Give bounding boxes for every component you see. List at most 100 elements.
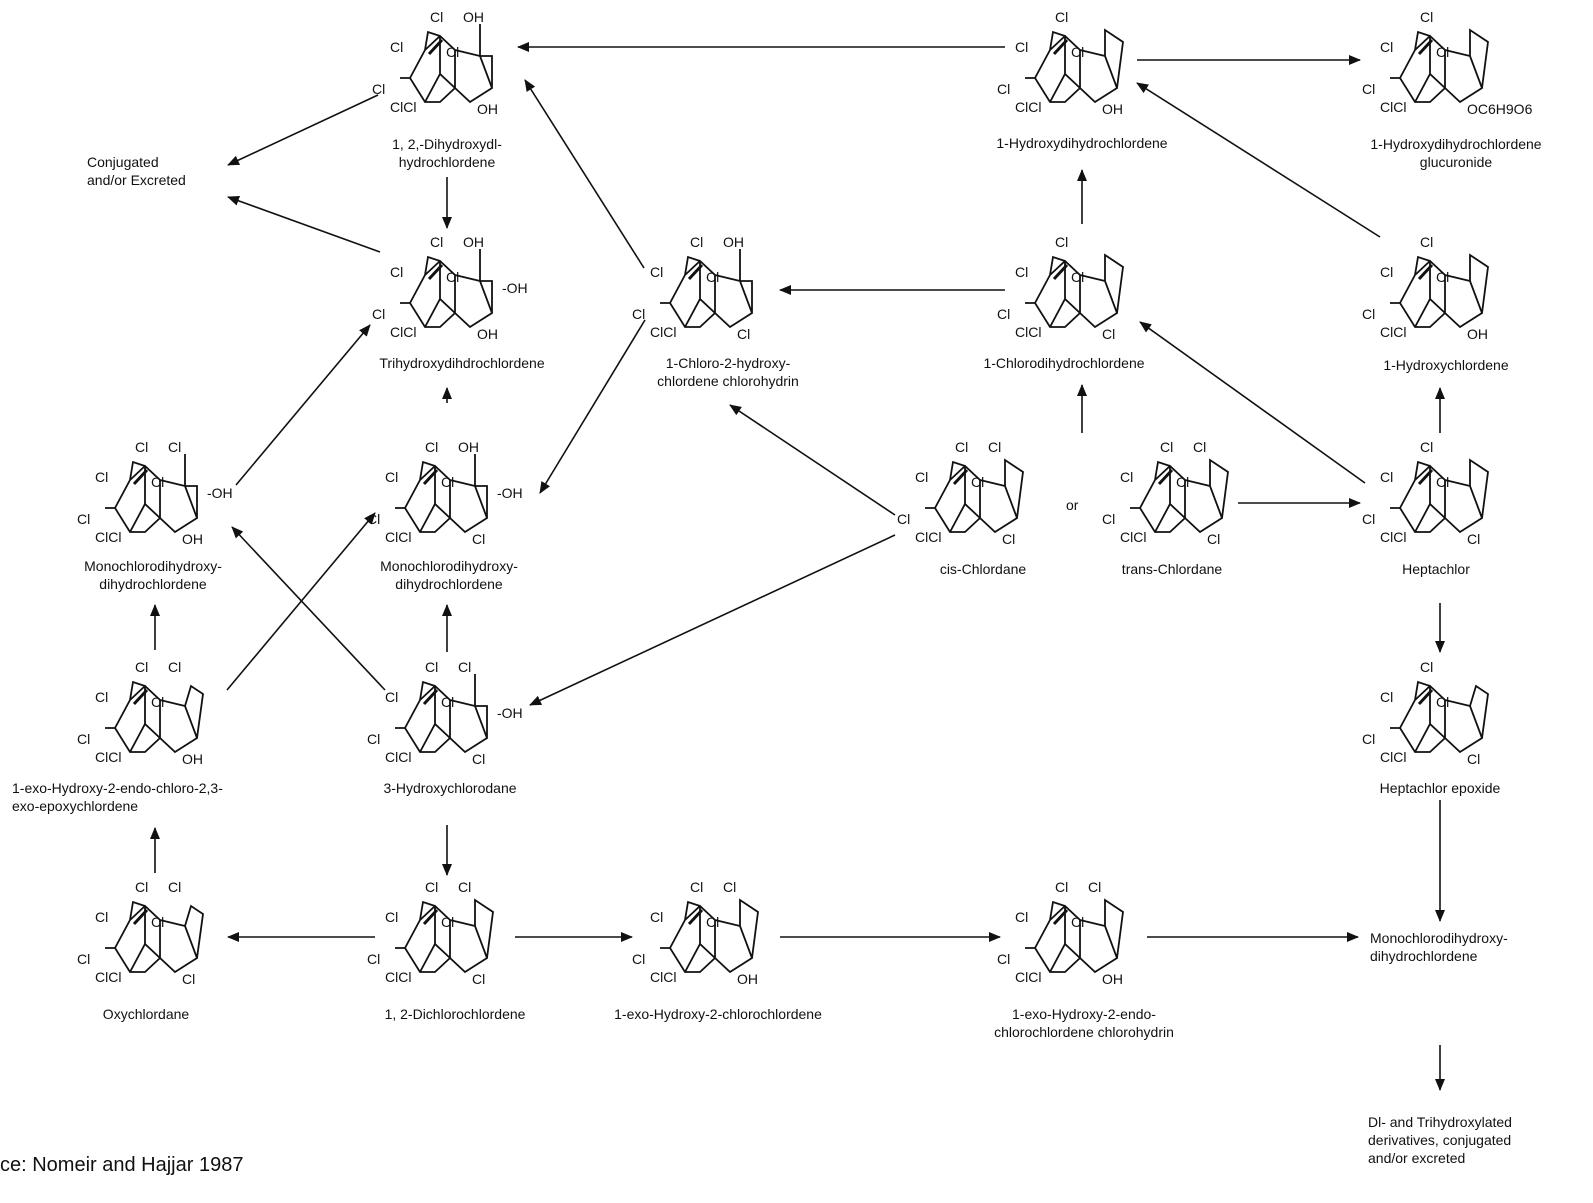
atom-label-tCl: Cl: [430, 9, 444, 25]
atom-label-bCl: ClCl: [1015, 324, 1042, 340]
reaction-arrow: [1136, 82, 1381, 238]
conjugated-note: Conjugated and/or Excreted: [87, 153, 186, 189]
reaction-arrow: [227, 94, 379, 166]
atom-label-bCl: ClCl: [95, 749, 122, 765]
skeleton-dichloro: [395, 898, 494, 974]
atom-label-bCl: ClCl: [385, 749, 412, 765]
atom-label-br: OH: [1102, 971, 1123, 987]
bond-lines: [1390, 680, 1489, 754]
bond-lines: [105, 900, 204, 974]
name-line: Trihydroxydihdrochlordene: [379, 355, 545, 371]
atom-label-lCl: Cl: [1380, 469, 1394, 485]
reaction-arrow: [524, 79, 645, 269]
atom-label-br: OH: [1467, 326, 1488, 342]
atom-label-br: Cl: [1207, 531, 1221, 547]
atom-label-br: Cl: [737, 326, 751, 342]
atom-label-lCl: Cl: [1380, 264, 1394, 280]
atom-label-br: OH: [182, 751, 203, 767]
reaction-arrow: [729, 404, 896, 516]
atom-label-br: Cl: [472, 751, 486, 767]
atom-label-cCl: Cl: [1362, 81, 1376, 97]
monochloro-right-line-1: Monochlorodihydroxy-: [1370, 930, 1508, 946]
atom-label-cCl: Cl: [1362, 511, 1376, 527]
name-line: hydrochlordene: [398, 154, 496, 170]
name-line: 1-Chloro-2-hydroxy-: [665, 355, 791, 371]
atom-label-tr: Cl: [723, 879, 737, 895]
atom-label-cCl: Cl: [632, 951, 646, 967]
atom-label-lCl: Cl: [390, 264, 404, 280]
double-bond: [952, 468, 969, 486]
atom-label-lCl: Cl: [385, 469, 399, 485]
atom-label-bCl: ClCl: [1380, 99, 1407, 115]
atom-label-br: Cl: [182, 971, 196, 987]
atom-label-lCl: Cl: [1120, 469, 1134, 485]
reaction-arrow: [529, 534, 896, 706]
atom-label-mCl: Cl: [1176, 474, 1190, 490]
skeleton-oxychlordane: [105, 900, 204, 974]
double-bond: [1052, 38, 1069, 56]
atom-label-br: Cl: [472, 971, 486, 987]
skeleton-chlorohydroxy: [660, 249, 754, 329]
double-bond: [132, 468, 149, 486]
atom-label-lCl: Cl: [385, 909, 399, 925]
atom-label-tr: Cl: [168, 659, 182, 675]
atom-label-br: Cl: [472, 531, 486, 547]
atom-label-tCl: Cl: [135, 439, 149, 455]
atom-label-br: OH: [477, 101, 498, 117]
monochloro-right-line-2: dihydrochlordene: [1370, 948, 1478, 964]
atom-label-mCl: Cl: [441, 914, 455, 930]
name-exohydroxy: 1-exo-Hydroxy-2-chlorochlordene: [614, 1005, 822, 1023]
reaction-arrow: [227, 196, 381, 253]
double-bond: [687, 263, 704, 281]
atom-label-mCl: Cl: [446, 269, 460, 285]
name-oxychlordane: Oxychlordane: [103, 1005, 189, 1023]
atom-label-tCl: Cl: [1420, 439, 1434, 455]
double-bond: [1417, 688, 1434, 706]
atom-label-tCl: Cl: [1420, 659, 1434, 675]
name-line: glucuronide: [1419, 154, 1493, 170]
atom-label-cCl: Cl: [77, 511, 91, 527]
atom-label-bCl: ClCl: [650, 969, 677, 985]
bond-lines: [1390, 253, 1489, 329]
atom-label-cCl: Cl: [372, 306, 386, 322]
source-citation: ce: Nomeir and Hajjar 1987: [0, 1154, 244, 1176]
double-bond: [427, 263, 444, 281]
name-hydroxychlordene: 1-Hydroxychlordene: [1383, 356, 1508, 374]
atom-label-lCl: Cl: [1380, 39, 1394, 55]
atom-label-tr: OH: [463, 9, 484, 25]
name-trans: trans-Chlordane: [1122, 560, 1222, 578]
atom-label-mCl: Cl: [706, 269, 720, 285]
double-bond: [427, 38, 444, 56]
bond-lines: [105, 454, 199, 534]
double-bond: [687, 908, 704, 926]
atom-label-br: Cl: [1002, 531, 1016, 547]
atom-label-bCl: ClCl: [390, 99, 417, 115]
atom-label-tCl: Cl: [1420, 234, 1434, 250]
name-mono2: Monochlorodihydroxy-dihydrochlordene: [380, 557, 518, 593]
atom-label-tr: Cl: [988, 439, 1002, 455]
atom-label-cCl: Cl: [372, 81, 386, 97]
bond-lines: [925, 458, 1024, 534]
atom-label-mCl: Cl: [1436, 44, 1450, 60]
double-bond: [1417, 468, 1434, 486]
atom-label-mCl: Cl: [441, 474, 455, 490]
conjugated-line-2: and/or Excreted: [87, 172, 186, 188]
atom-label-lCl: Cl: [1380, 689, 1394, 705]
atom-label-bCl: ClCl: [390, 324, 417, 340]
skeleton-mono2: [395, 454, 489, 534]
atom-label-tCl: Cl: [425, 879, 439, 895]
atom-label-tCl: Cl: [1055, 879, 1069, 895]
atom-label-tCl: Cl: [1055, 9, 1069, 25]
